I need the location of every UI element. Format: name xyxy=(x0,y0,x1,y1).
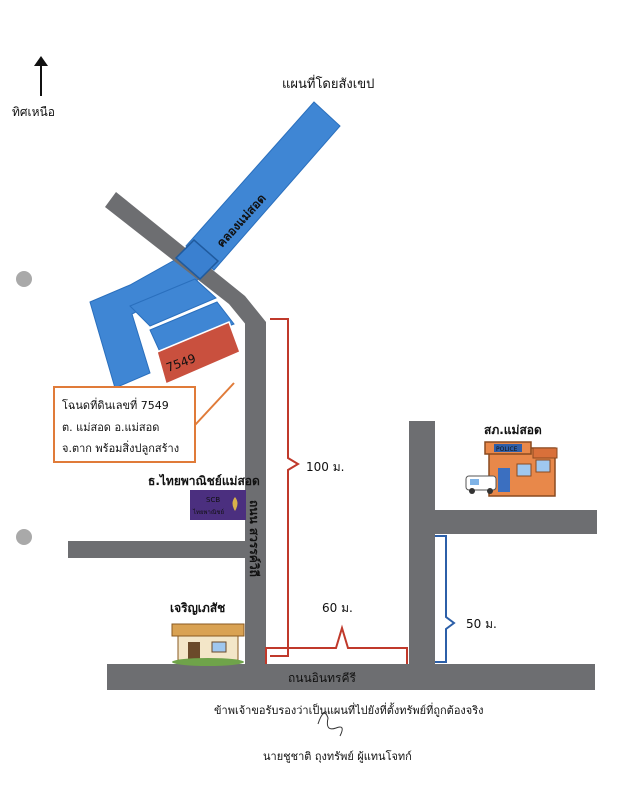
punch-hole-top xyxy=(16,271,32,287)
canal xyxy=(89,101,341,389)
measure-100m-bracket xyxy=(270,318,300,657)
pharmacy-label: เจริญเภสัช xyxy=(170,601,225,615)
measure-50m-bracket xyxy=(435,535,456,663)
punch-hole-bottom xyxy=(16,529,32,545)
north-label: ทิศเหนือ xyxy=(12,105,55,119)
pharmacy-building-icon xyxy=(171,623,245,666)
bank-label: ธ.ไทยพาณิชย์แม่สอด xyxy=(148,473,260,488)
vertical-road-sawanwithi xyxy=(245,322,266,664)
bottom-road-inthrakhiri xyxy=(107,664,595,690)
land-parcel-7549 xyxy=(156,321,241,386)
callout-line-2: ต. แม่สอด อ.แม่สอด xyxy=(62,421,159,434)
certification-text: ข้าพเจ้าขอรับรองว่าเป็นแผนที่ไปยังที่ตั้… xyxy=(214,702,484,717)
measure-60m-label: 60 ม. xyxy=(322,601,353,615)
signature xyxy=(317,712,343,737)
north-arrow-icon xyxy=(34,56,48,96)
measure-100m-label: 100 ม. xyxy=(306,460,344,474)
scb-bank-logo: SCB ไทยพาณิชย์ xyxy=(190,490,246,520)
scb-logo-top-text: SCB xyxy=(206,496,220,504)
police-label: สภ.แม่สอด xyxy=(484,423,542,437)
measure-50m-label: 50 ม. xyxy=(466,617,497,631)
measure-60m-bracket xyxy=(265,624,408,664)
side-road-right xyxy=(435,510,597,534)
police-sign-text: POLICE xyxy=(496,446,518,453)
callout-line-3: จ.ตาก พร้อมสิ่งปลูกสร้าง xyxy=(62,440,179,455)
callout-connector xyxy=(194,382,235,426)
signer-name: นายชูชาติ ถุงทรัพย์ ผู้แทนโจทก์ xyxy=(263,749,412,763)
callout-line-1: โฉนดที่ดินเลขที่ 7549 xyxy=(62,397,169,412)
map-title: แผนที่โดยสังเขป xyxy=(282,75,374,92)
vertical-road-right xyxy=(409,421,435,664)
police-station-icon: POLICE xyxy=(465,441,558,497)
vertical-road-label: ถนน สวรรค์วิถี xyxy=(247,500,261,577)
bridge xyxy=(174,238,220,281)
scb-logo-bottom-text: ไทยพาณิชย์ xyxy=(192,508,224,516)
side-road-left xyxy=(68,541,245,558)
bottom-road-label: ถนนอินทรคีรี xyxy=(288,671,356,685)
